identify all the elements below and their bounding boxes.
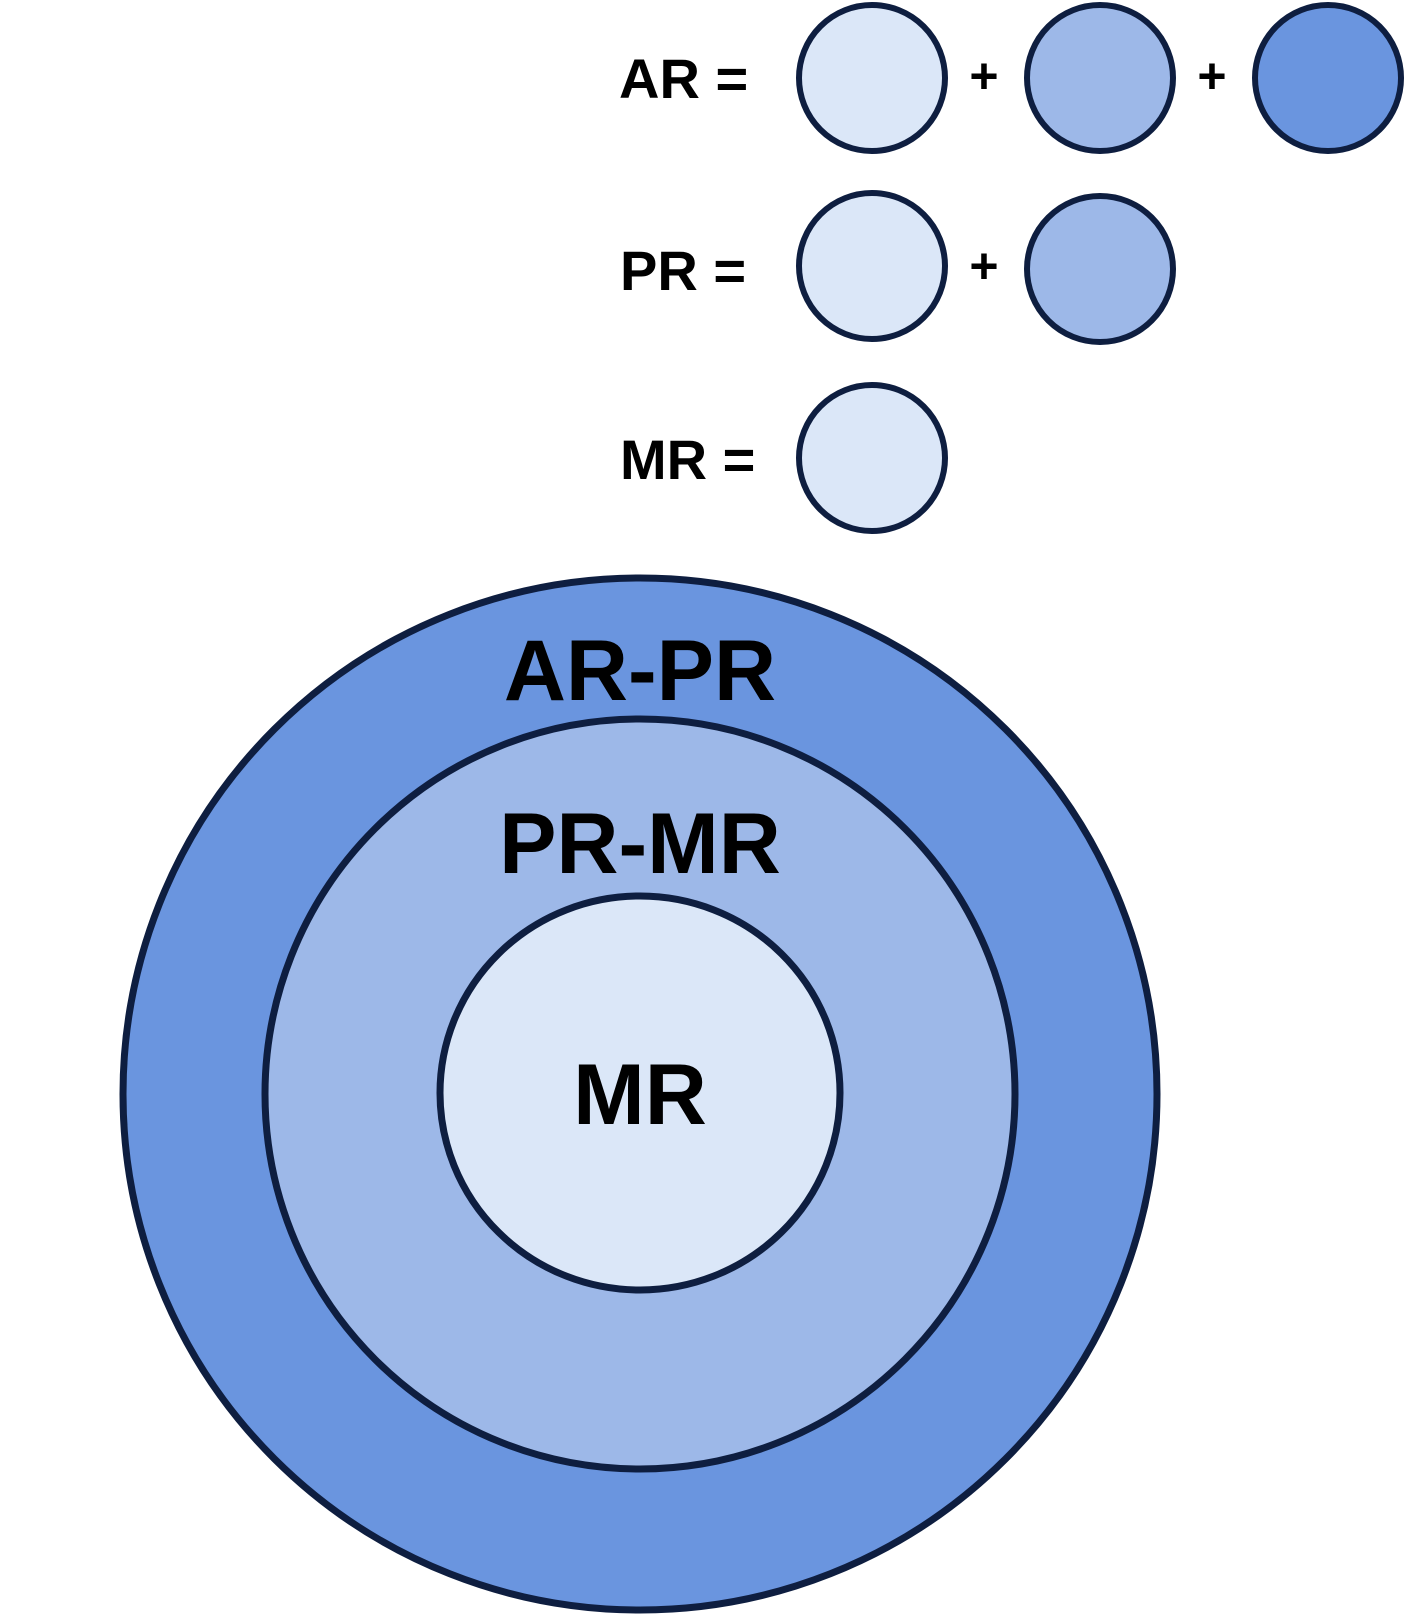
outer-ring-label: AR-PR: [504, 623, 776, 719]
legend-ar-dark-circle: [1252, 2, 1404, 154]
concentric-rings: AR-PR PR-MR MR: [119, 574, 1161, 1614]
legend-ar-medium-circle: [1024, 2, 1176, 154]
legend-row-ar: AR = + +: [619, 2, 1404, 154]
inner-circle: [436, 892, 844, 1294]
legend-pr-medium-circle: [1024, 193, 1176, 345]
legend-pr-light-circle: [796, 190, 948, 342]
legend-pr-label: PR =: [620, 239, 746, 302]
legend-ar-plus-1: +: [969, 48, 998, 104]
legend-ar-plus-2: +: [1197, 48, 1226, 104]
legend-ar-light-circle: [796, 2, 948, 154]
legend-ar-label: AR =: [619, 47, 748, 110]
legend-row-pr: PR = +: [620, 190, 1176, 345]
legend-pr-plus-1: +: [969, 238, 998, 294]
inner-circle-label: MR: [573, 1047, 707, 1143]
middle-ring-label: PR-MR: [499, 796, 781, 892]
legend-mr-light-circle: [796, 382, 948, 534]
legend-row-mr: MR =: [620, 382, 948, 534]
legend-mr-label: MR =: [620, 428, 755, 491]
